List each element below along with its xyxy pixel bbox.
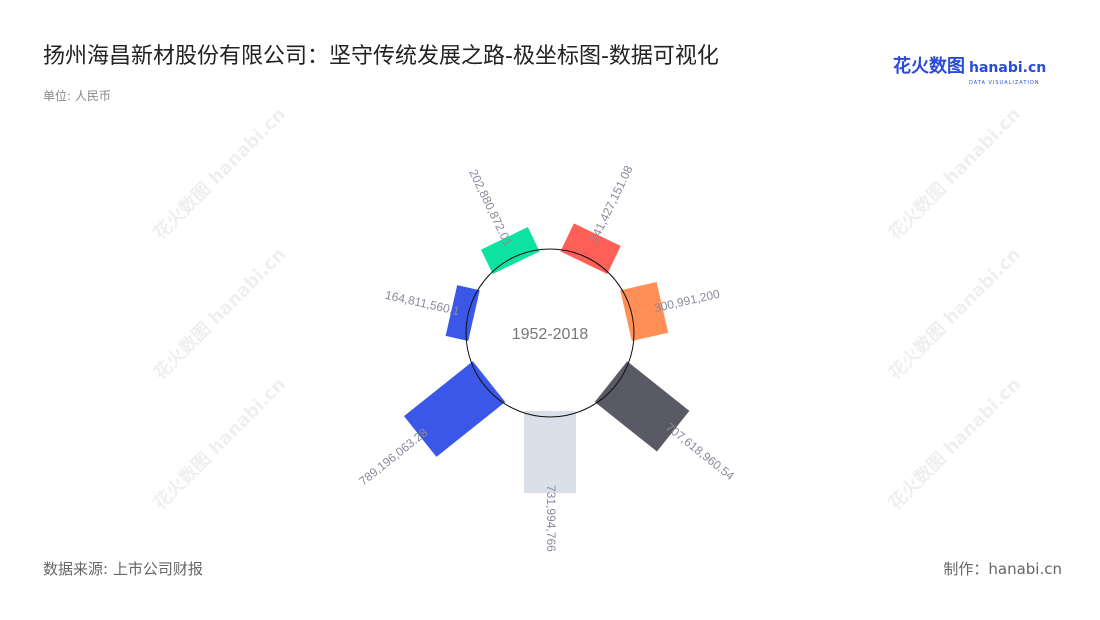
bar[interactable] — [524, 411, 576, 494]
bar[interactable] — [480, 227, 540, 275]
data-source: 数据来源: 上市公司财报 — [43, 560, 203, 578]
data-label: 300,991,200 — [653, 287, 721, 316]
data-label: 707,618,960.54 — [663, 420, 737, 483]
unit-label: 单位: 人民币 — [43, 89, 111, 103]
bar[interactable] — [404, 361, 506, 457]
bar[interactable] — [445, 285, 480, 341]
logo-sub: DATA VISUALIZATION — [969, 80, 1040, 86]
data-label: 731,994,766 — [544, 485, 558, 552]
center-circle — [465, 248, 635, 418]
data-label: 164,811,560.1 — [384, 288, 461, 319]
center-label: 1952-2018 — [512, 326, 589, 343]
page-title: 扬州海昌新材股份有限公司：坚守传统发展之路-极坐标图-数据可视化 — [43, 44, 719, 69]
data-label: 202,880,872.01 — [466, 167, 515, 249]
bar[interactable] — [620, 282, 669, 341]
bar[interactable] — [594, 361, 690, 452]
data-label: 241,427,151.08 — [587, 163, 636, 245]
made-by: 制作：hanabi.cn — [943, 560, 1062, 578]
logo-cn: 花火数图 — [893, 56, 965, 77]
bar[interactable] — [560, 223, 621, 275]
data-label: 789,196,063.28 — [356, 425, 430, 488]
logo: 花火数图 hanabi.cn DATA VISUALIZATION — [893, 56, 1047, 90]
logo-en: hanabi.cn — [969, 60, 1047, 76]
